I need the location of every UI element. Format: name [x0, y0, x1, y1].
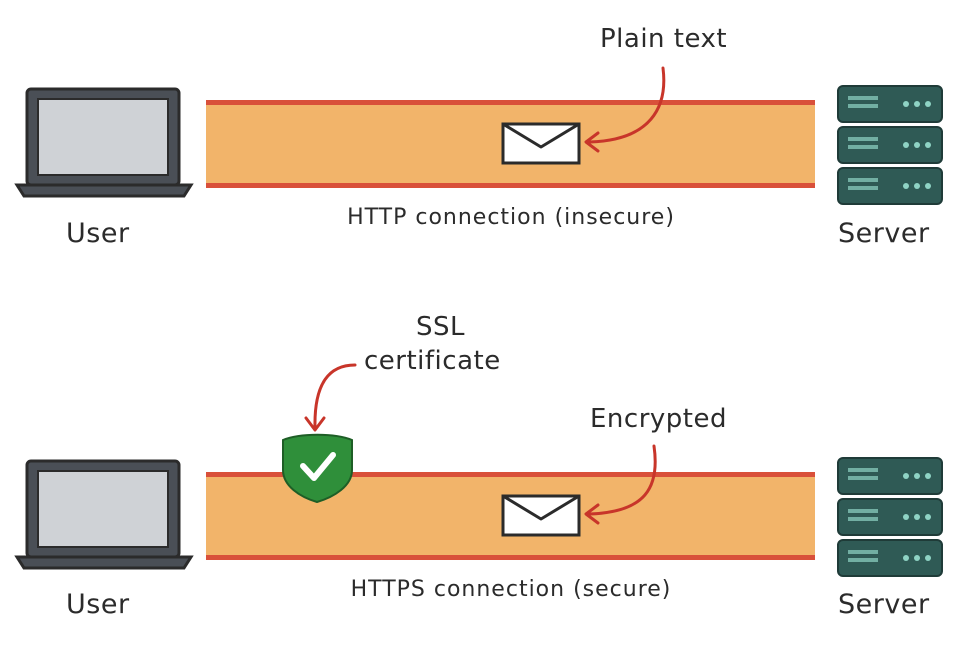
- https-connection-label: HTTPS connection (secure): [350, 577, 672, 602]
- server-label: Server: [838, 589, 930, 620]
- arrow-icon: [584, 444, 657, 525]
- ssl-note-line1: SSL: [416, 312, 465, 342]
- arrow-icon: [304, 363, 357, 432]
- server-label: Server: [838, 218, 930, 249]
- plain-text-note: Plain text: [600, 24, 728, 54]
- envelope-icon: [501, 122, 581, 165]
- shield-check-icon: [282, 433, 353, 504]
- server-icon: [837, 85, 943, 205]
- arrow-icon: [584, 66, 666, 153]
- ssl-note-line2: certificate: [364, 346, 501, 376]
- envelope-icon: [501, 494, 581, 537]
- laptop-icon: [14, 459, 194, 570]
- server-icon: [837, 457, 943, 577]
- laptop-icon: [14, 87, 194, 198]
- user-label: User: [66, 218, 130, 249]
- user-label: User: [66, 589, 130, 620]
- encrypted-note: Encrypted: [590, 404, 727, 434]
- http-connection-label: HTTP connection (insecure): [347, 205, 675, 230]
